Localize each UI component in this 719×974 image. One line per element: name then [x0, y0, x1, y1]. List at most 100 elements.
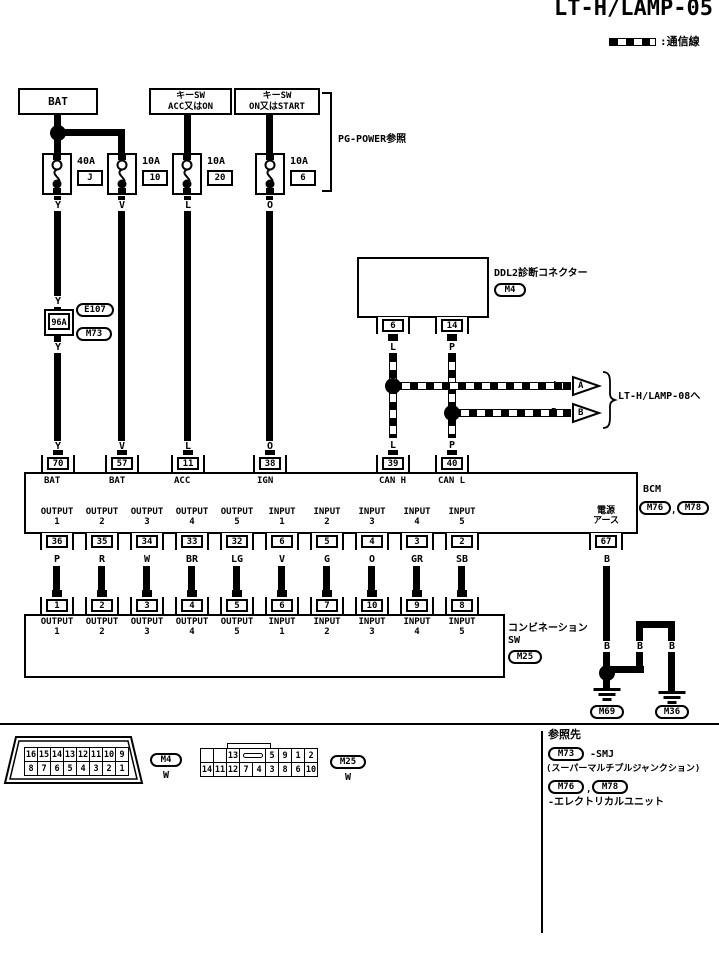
wire-l-run: [184, 196, 191, 450]
sw-in2-l2: 2: [324, 627, 330, 637]
comm-line-legend-label: :通信線: [660, 35, 700, 48]
sw-out5-l2: 5: [234, 627, 240, 637]
wire-color-o2: O: [264, 441, 276, 452]
stub: [412, 590, 422, 597]
m25-housing-color: W: [344, 772, 352, 783]
wire-bat-branch-h: [54, 129, 125, 136]
wire-color: P: [53, 554, 61, 565]
sw-pin-4: 4: [175, 597, 209, 614]
m4-cell: 6: [50, 761, 64, 776]
wire-color: BR: [185, 554, 199, 565]
sw-pin-3: 3: [130, 597, 164, 614]
connector-m4: M4: [494, 283, 526, 297]
arrow-a-tag: A: [578, 381, 584, 391]
bcm-pin-40-label: CAN L: [438, 476, 466, 486]
wire: [188, 566, 195, 592]
stub: [142, 590, 152, 597]
bcm-pin-6: 6: [265, 533, 299, 550]
bcm-pin-70-label: BAT: [44, 476, 61, 486]
wire-color-b: B: [603, 554, 611, 565]
bcm-pin-2: 2: [445, 533, 479, 550]
bcm-gnd-l1: 電源: [596, 506, 616, 516]
stub: [447, 450, 457, 457]
arrow-a-stub: [563, 382, 571, 390]
m4-cell: 9: [115, 747, 129, 762]
junction-dot-can-l: [444, 405, 460, 421]
stub: [457, 590, 467, 597]
bcm-conn-sep: ,: [671, 506, 677, 516]
wire-color-v: V: [116, 200, 128, 211]
stub: [232, 590, 242, 597]
m25-cell: 1: [291, 748, 305, 763]
sw-in2-l1: INPUT: [313, 617, 341, 627]
sw-in4-l1: INPUT: [403, 617, 431, 627]
stub: [388, 334, 398, 341]
fuse3-box: [172, 153, 202, 195]
page-title: LT-H/LAMP-05: [554, 0, 713, 21]
fuse-icon: [116, 155, 128, 193]
connector-m78: M78: [677, 501, 709, 515]
comm-line-can-h-h: [393, 382, 565, 390]
footer-divider: [0, 723, 719, 725]
ground-icon: [667, 701, 677, 704]
bcm-pin-39: 39: [376, 455, 410, 472]
ref-smj-label: -SMJ: [590, 749, 615, 760]
wire: [53, 566, 60, 592]
wire-color-v2: V: [116, 441, 128, 452]
fuse1-box: [42, 153, 72, 195]
ddl2-pin-6: 6: [376, 317, 410, 334]
arrow-b-stub: [563, 409, 571, 417]
sw-pin-1: 1: [40, 597, 74, 614]
stub: [97, 590, 107, 597]
stub: [265, 450, 275, 457]
sw-out4-l1: OUTPUT: [175, 617, 209, 627]
sw-out2-l2: 2: [99, 627, 105, 637]
connector-m36: M36: [655, 705, 689, 719]
bat-source-box: BAT: [18, 88, 98, 115]
ground-icon: [658, 691, 686, 694]
smj-junction-box: 96A: [44, 309, 74, 336]
bcm-in1-l1: INPUT: [268, 507, 296, 517]
m4-cell: 15: [37, 747, 51, 762]
bcm-in3-l1: INPUT: [358, 507, 386, 517]
sw-pin-6: 6: [265, 597, 299, 614]
bcm-out4-l2: 4: [189, 517, 195, 527]
stub: [367, 590, 377, 597]
stub: [117, 450, 127, 457]
wire-color-l: L: [182, 200, 194, 211]
wire: [98, 566, 105, 592]
bcm-out5-l1: OUTPUT: [220, 507, 254, 517]
bcm-pin-11-label: ACC: [174, 476, 191, 486]
refs-heading: 参照先: [548, 728, 581, 741]
wire-color-y2: Y: [52, 441, 64, 452]
bcm-pin-39-label: CAN H: [379, 476, 407, 486]
fuse2-rating: 10A: [142, 156, 161, 167]
combsw-name: コンビネーション: [508, 623, 588, 634]
sw-out5-l1: OUTPUT: [220, 617, 254, 627]
keysw-acc-line2: ACC又はON: [167, 101, 214, 112]
wire: [413, 566, 420, 592]
arrow-b-tag: B: [578, 408, 584, 418]
wire-color: GR: [410, 554, 424, 565]
m25-cell: 4: [252, 762, 266, 777]
wire-color: R: [98, 554, 106, 565]
connector-m69: M69: [590, 705, 624, 719]
wire-color: O: [368, 554, 376, 565]
connector-m25-footer: M25: [330, 755, 366, 769]
fuse4-id-box: 6: [290, 170, 316, 186]
ground-icon: [593, 688, 621, 691]
ref-smj-desc: (スーパーマルチプルジャンクション): [546, 764, 701, 774]
m4-cell: 13: [63, 747, 77, 762]
connector-m25: M25: [508, 650, 542, 664]
sw-out3-l1: OUTPUT: [130, 617, 164, 627]
ref-connector-m78: M78: [592, 780, 628, 794]
wire-color-b4: B: [666, 641, 678, 652]
m4-cell: 16: [24, 747, 38, 762]
footer-vertical-divider: [541, 731, 543, 933]
pg-power-ref-label: PG-POWER参照: [338, 134, 407, 145]
wire-color: SB: [455, 554, 469, 565]
ref-sep: ,: [586, 785, 592, 795]
junction-dot-bat: [50, 125, 66, 141]
